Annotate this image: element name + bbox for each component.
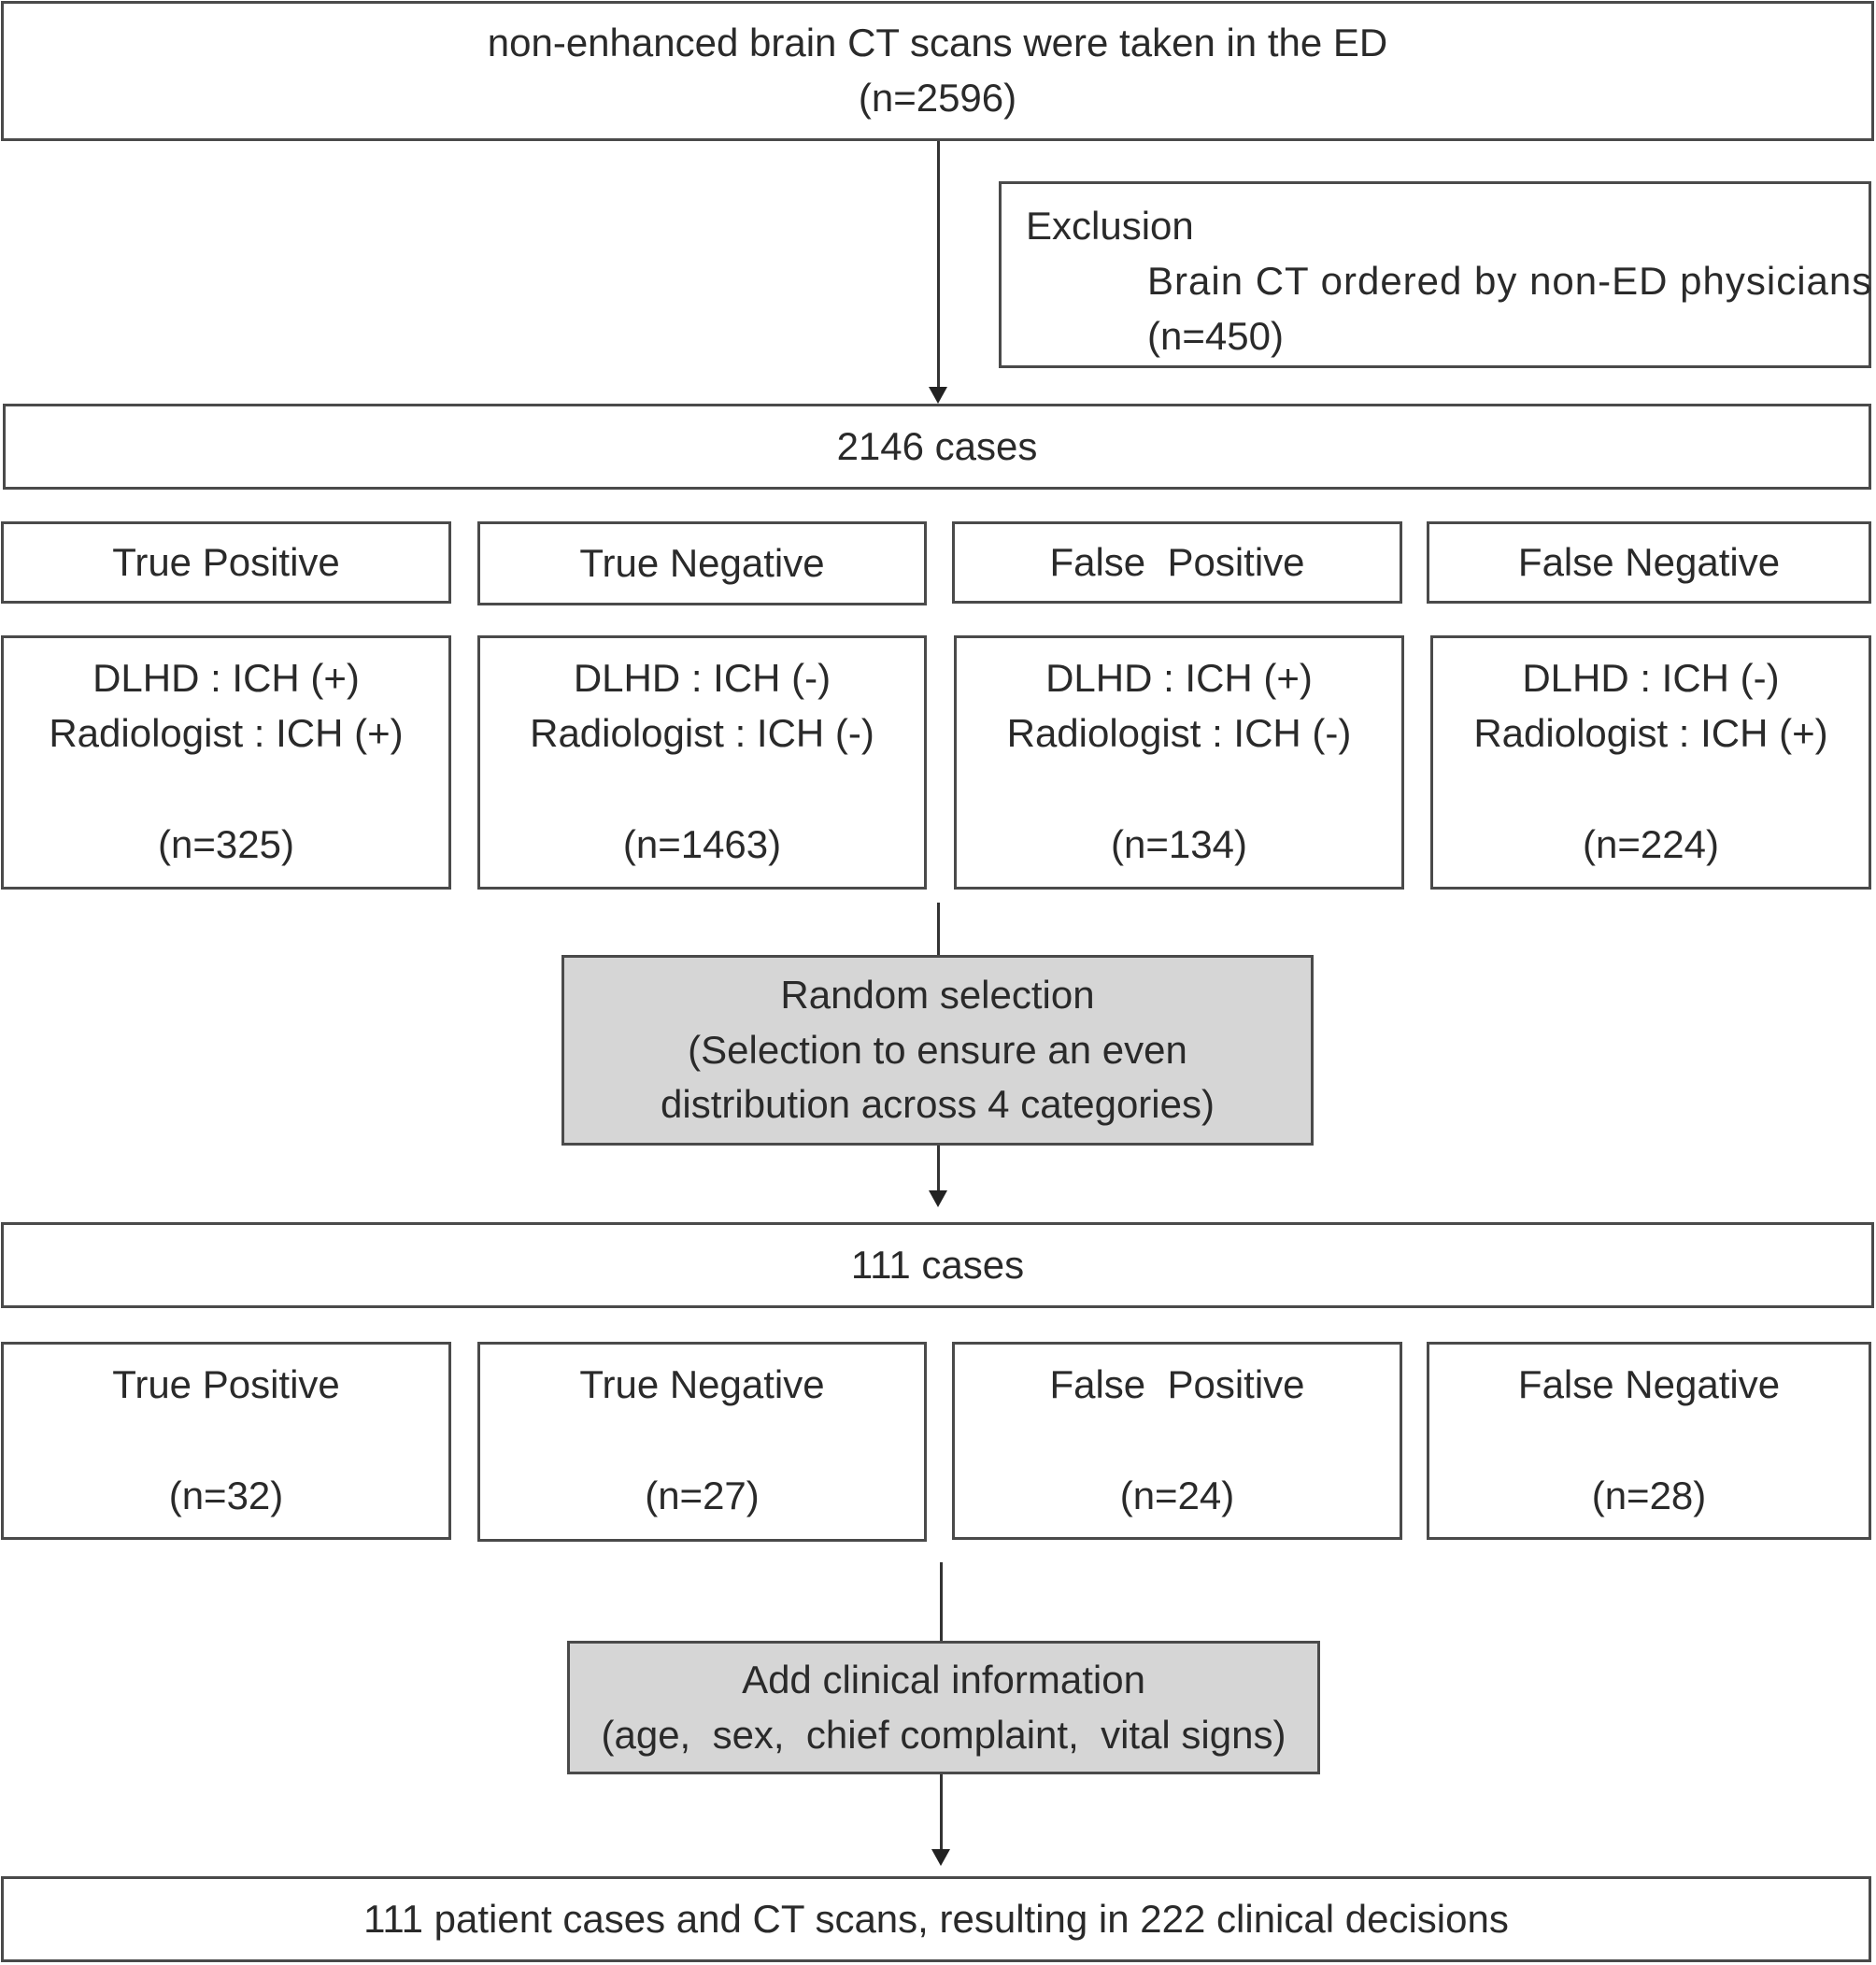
random-selection-title: Random selection [780,972,1095,1017]
stage2-false-positive: False Positive (n=24) [952,1342,1402,1540]
stage1-header-false-negative: False Negative [1427,521,1871,604]
clinical-info-box: Add clinical information (age, sex, chie… [567,1641,1320,1774]
source-population-count: (n=2596) [858,76,1017,120]
stage1-total-label: 2146 cases [836,423,1038,468]
stage1-header-label: False Negative [1517,539,1781,584]
clinical-info-title: Add clinical information [742,1657,1145,1702]
category-count: (n=24) [1119,1473,1235,1517]
stage1-header-label: True Negative [579,540,825,585]
connector-stage2-to-clinical [940,1562,943,1641]
stage2-false-negative: False Negative (n=28) [1427,1342,1871,1540]
category-count: (n=224) [1583,821,1719,866]
stage1-total-box: 2146 cases [3,404,1871,490]
radiologist-result: Radiologist : ICH (-) [530,710,874,755]
random-selection-detail-2: distribution across 4 categories) [661,1082,1215,1127]
category-count: (n=28) [1591,1473,1707,1517]
dlhd-result: DLHD : ICH (-) [573,656,831,700]
connector-stage1-to-random [937,903,940,955]
category-count: (n=134) [1111,821,1247,866]
clinical-info-detail: (age, sex, chief complaint, vital signs) [601,1712,1286,1757]
connector-clinical-to-final [940,1774,943,1851]
stage1-detail-true-positive: DLHD : ICH (+) Radiologist : ICH (+) (n=… [1,635,451,890]
category-label: False Negative [1517,1362,1781,1406]
arrow-to-stage2 [929,1190,947,1207]
random-selection-detail-1: (Selection to ensure an even [688,1027,1187,1072]
stage2-total-label: 111 cases [850,1242,1025,1287]
source-population-box: non-enhanced brain CT scans were taken i… [1,1,1874,141]
stage1-header-false-positive: False Positive [952,521,1402,604]
stage1-detail-true-negative: DLHD : ICH (-) Radiologist : ICH (-) (n=… [477,635,927,890]
final-outcome-label: 111 patient cases and CT scans, resultin… [363,1896,1509,1941]
stage1-detail-false-negative: DLHD : ICH (-) Radiologist : ICH (+) (n=… [1430,635,1871,890]
stage1-header-true-negative: True Negative [477,521,927,605]
category-count: (n=325) [158,821,294,866]
radiologist-result: Radiologist : ICH (-) [1006,710,1352,755]
exclusion-reason: Brain CT ordered by non-ED physicians [1147,258,1873,303]
stage1-detail-false-positive: DLHD : ICH (+) Radiologist : ICH (-) (n=… [954,635,1404,890]
category-label: True Negative [579,1362,825,1406]
arrow-to-final [931,1849,950,1866]
stage1-header-true-positive: True Positive [1,521,451,604]
source-population-label: non-enhanced brain CT scans were taken i… [487,21,1388,65]
radiologist-result: Radiologist : ICH (+) [49,710,404,755]
category-count: (n=32) [168,1473,284,1517]
exclusion-title: Exclusion [1026,204,1194,248]
arrow-to-stage1 [929,387,947,404]
exclusion-count: (n=450) [1147,313,1284,358]
stage2-total-box: 111 cases [1,1222,1874,1308]
stage2-true-negative: True Negative (n=27) [477,1342,927,1542]
dlhd-result: DLHD : ICH (+) [92,656,360,700]
final-outcome-box: 111 patient cases and CT scans, resultin… [1,1876,1871,1962]
dlhd-result: DLHD : ICH (+) [1045,656,1313,700]
category-label: True Positive [112,1362,340,1406]
dlhd-result: DLHD : ICH (-) [1522,656,1780,700]
connector-top-to-stage1 [937,141,940,387]
category-count: (n=27) [645,1473,760,1517]
category-label: False Positive [1049,1362,1305,1406]
stage1-header-label: True Positive [112,539,340,584]
stage1-header-label: False Positive [1049,539,1305,584]
category-count: (n=1463) [622,821,782,866]
exclusion-box: Exclusion Brain CT ordered by non-ED phy… [999,181,1871,368]
random-selection-box: Random selection (Selection to ensure an… [561,955,1314,1146]
radiologist-result: Radiologist : ICH (+) [1473,710,1828,755]
stage2-true-positive: True Positive (n=32) [1,1342,451,1540]
connector-random-to-stage2 [937,1146,940,1192]
